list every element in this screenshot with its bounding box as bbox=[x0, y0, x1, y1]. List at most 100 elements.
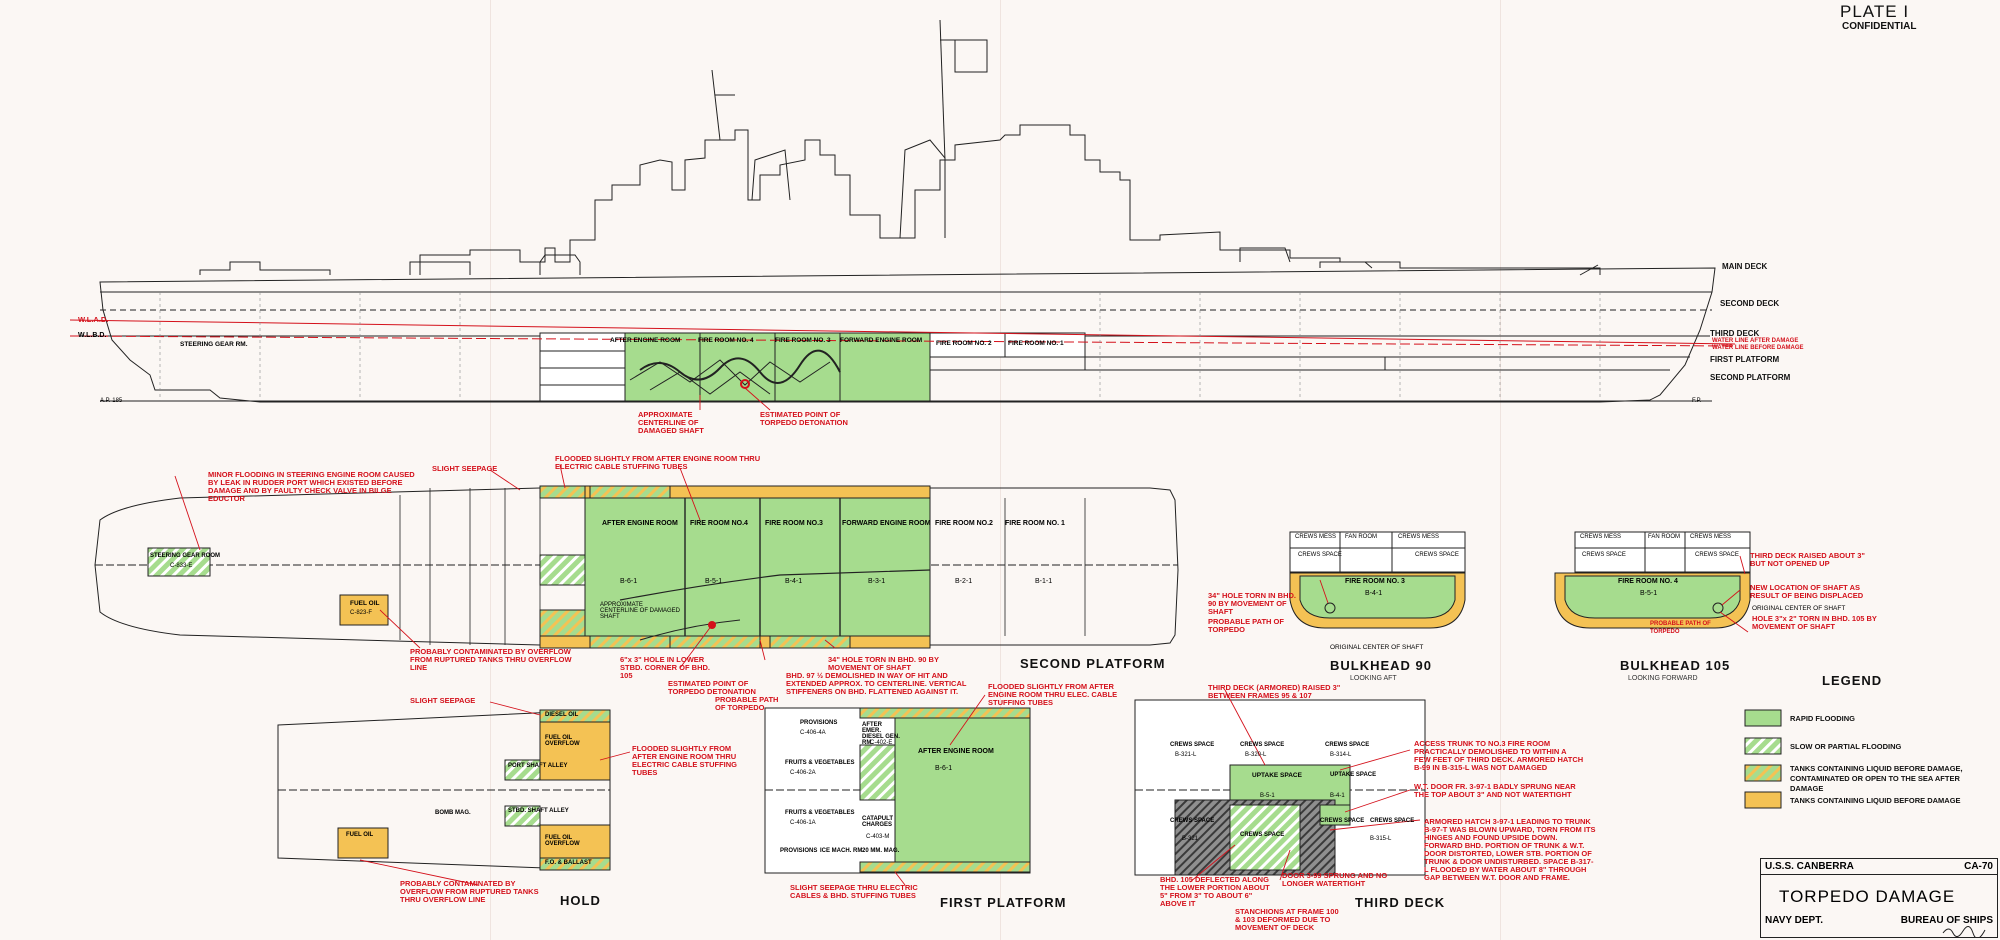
title-block: U.S.S. CANBERRA CA-70 TORPEDO DAMAGE NAV… bbox=[1760, 858, 1998, 938]
leader-lines bbox=[174, 387, 1749, 886]
compartment-code: B-321-L bbox=[1175, 752, 1197, 758]
legend-title: LEGEND bbox=[1822, 673, 1883, 688]
damage-note: W.T. DOOR FR. 3-97-1 BADLY SPRUNG NEAR T… bbox=[1414, 782, 1576, 799]
view-title-second-platform: SECOND PLATFORM bbox=[1020, 656, 1166, 671]
compartment-label: STEERING GEAR RM. bbox=[180, 341, 248, 348]
damage-note: SLIGHT SEEPAGE bbox=[410, 696, 476, 705]
compartment-label: STEERING GEAR ROOM bbox=[150, 553, 221, 559]
view-subtitle: LOOKING AFT bbox=[1350, 675, 1397, 682]
compartment-label: FIRE ROOM NO. 3 bbox=[775, 337, 831, 344]
compartment-label: FIRE ROOM NO. 4 bbox=[698, 337, 754, 344]
shaft-note: APPROXIMATE CENTERLINE OF DAMAGED SHAFT bbox=[600, 602, 681, 620]
space-label: CREWS SPACE bbox=[1415, 552, 1459, 558]
compartment-label: FRUITS & VEGETABLES bbox=[785, 760, 855, 766]
compartment-label: FIRE ROOM NO. 1 bbox=[1008, 340, 1064, 347]
compartment-label: CREWS SPACE bbox=[1170, 818, 1215, 824]
compartment-code: B-1-1 bbox=[1035, 578, 1053, 585]
waterline-note: WATER LINE BEFORE DAMAGE bbox=[1712, 345, 1804, 351]
compartment-label: PORT SHAFT ALLEY bbox=[508, 763, 568, 769]
hull-number: CA-70 bbox=[1964, 861, 1993, 872]
bulkhead-90-section bbox=[1289, 531, 1466, 573]
waterline-note: WATER LINE AFTER DAMAGE bbox=[1712, 338, 1799, 344]
fire-room-label: FIRE ROOM NO. 4 bbox=[1618, 578, 1678, 585]
org-right: BUREAU OF SHIPS bbox=[1900, 915, 1993, 926]
damage-note: PROBABLY CONTAMINATED BY OVERFLOW FROM R… bbox=[410, 647, 572, 672]
deck-label: THIRD DECK bbox=[1710, 329, 1760, 338]
damage-note: FLOODED SLIGHTLY FROM AFTER ENGINE ROOM … bbox=[555, 454, 761, 471]
classification: CONFIDENTIAL bbox=[1842, 21, 1917, 32]
view-title-bulkhead-90: BULKHEAD 90 bbox=[1330, 658, 1433, 673]
frame-label: A.P. 185 bbox=[100, 398, 123, 404]
compartment-code: B-315-L bbox=[1370, 836, 1392, 842]
waterline-label: W.L.B.D. bbox=[78, 332, 107, 339]
compartment-label: FUEL OIL bbox=[350, 600, 380, 607]
deck-label: FIRST PLATFORM bbox=[1710, 355, 1780, 364]
signature bbox=[1942, 926, 1986, 937]
deck-label: SECOND DECK bbox=[1720, 299, 1780, 308]
damage-note: BHD. 97 ½ DEMOLISHED IN WAY OF HIT AND E… bbox=[786, 671, 967, 696]
damage-note: FLOODED SLIGHTLY FROM AFTER ENGINE ROOM … bbox=[632, 744, 737, 777]
compartment-label: UPTAKE SPACE bbox=[1252, 772, 1302, 779]
compartment-label: FIRE ROOM NO.4 bbox=[690, 520, 748, 527]
space-label: CREWS MESS bbox=[1580, 534, 1622, 540]
compartment-code: B-314-L bbox=[1330, 752, 1352, 758]
view-title-third-deck: THIRD DECK bbox=[1355, 895, 1446, 910]
compartment-code: C-403-M bbox=[866, 834, 890, 840]
compartment-label: CATAPULT CHARGES bbox=[862, 816, 893, 828]
compartment-label: CREWS SPACE bbox=[1320, 818, 1365, 824]
compartment-label: CREWS SPACE bbox=[1325, 742, 1370, 748]
deck-label: SECOND PLATFORM bbox=[1710, 373, 1791, 382]
fire-room-label: FIRE ROOM NO. 3 bbox=[1345, 578, 1405, 585]
compartment-code: C-833-E bbox=[170, 563, 193, 569]
compartment-code: B-6-1 bbox=[620, 578, 638, 585]
compartment-label: FIRE ROOM NO.3 bbox=[765, 520, 823, 527]
damage-note: PROBABLE PATH OF TORPEDO bbox=[1208, 617, 1284, 634]
compartment-code: B-321 bbox=[1182, 836, 1199, 842]
damage-note: 34" HOLE TORN IN BHD. 90 BY MOVEMENT OF … bbox=[828, 655, 939, 672]
compartment-label: PROVISIONS bbox=[800, 720, 838, 726]
profile-note: APPROXIMATE CENTERLINE OF DAMAGED SHAFT bbox=[638, 410, 704, 435]
compartment-code: B-3-1 bbox=[868, 578, 886, 585]
fire-room-code: B-4-1 bbox=[1365, 590, 1383, 597]
compartment-label: AFTER ENGINE ROOM bbox=[918, 748, 994, 755]
plate-number: PLATE I bbox=[1840, 2, 1910, 21]
compartment-code: B-320-L bbox=[1245, 752, 1267, 758]
compartment-label: UPTAKE SPACE bbox=[1330, 772, 1377, 778]
compartment-label: FIRE ROOM NO. 2 bbox=[936, 340, 992, 347]
compartment-code: B-6-1 bbox=[935, 765, 953, 772]
bulkhead-105-section bbox=[1574, 531, 1751, 573]
damage-note: THIRD DECK (ARMORED) RAISED 3" BETWEEN F… bbox=[1208, 683, 1341, 700]
compartment-code: C-406-4A bbox=[800, 730, 826, 736]
damage-note: FLOODED SLIGHTLY FROM AFTER ENGINE ROOM … bbox=[988, 682, 1118, 707]
compartment-label: FIRE ROOM NO.2 bbox=[935, 520, 993, 527]
compartment-label: CREWS SPACE bbox=[1370, 818, 1415, 824]
damage-note: PROBABLE PATH OF TORPEDO bbox=[715, 695, 779, 712]
shaft-note: ORIGINAL CENTER OF SHAFT bbox=[1330, 644, 1424, 651]
compartment-label: FORWARD ENGINE ROOM bbox=[842, 520, 931, 527]
compartment-label: 20 MM. MAG. bbox=[862, 848, 900, 854]
damage-note: ACCESS TRUNK TO NO.3 FIRE ROOM PRACTICAL… bbox=[1414, 739, 1584, 772]
waterline-label: W.L.A.D. bbox=[78, 315, 109, 324]
compartment-label: FIRE ROOM NO. 1 bbox=[1005, 520, 1065, 527]
space-label: CREWS SPACE bbox=[1582, 552, 1626, 558]
view-title-hold: HOLD bbox=[560, 893, 601, 908]
compartment-code: B-5-1 bbox=[705, 578, 723, 585]
compartment-label: FUEL OIL bbox=[346, 832, 374, 838]
frame-lines bbox=[159, 292, 1601, 401]
damage-note: ARMORED HATCH 3-97-1 LEADING TO TRUNK B-… bbox=[1424, 817, 1596, 882]
damage-note: 6"x 3" HOLE IN LOWER STBD. CORNER OF BHD… bbox=[620, 655, 710, 680]
compartment-label: FRUITS & VEGETABLES bbox=[785, 810, 855, 816]
compartment-code: B-4-1 bbox=[785, 578, 803, 585]
space-label: CREWS SPACE bbox=[1298, 552, 1342, 558]
compartment-code: B-2-1 bbox=[955, 578, 973, 585]
space-label: FAN ROOM bbox=[1345, 534, 1378, 540]
view-title-first-platform: FIRST PLATFORM bbox=[940, 895, 1067, 910]
space-label: FAN ROOM bbox=[1648, 534, 1681, 540]
compartment-label: DIESEL OIL bbox=[545, 712, 579, 718]
damage-note: PROBABLY CONTAMINATED BY OVERFLOW FROM R… bbox=[400, 879, 539, 904]
damage-note: THIRD DECK RAISED ABOUT 3" BUT NOT OPENE… bbox=[1750, 551, 1865, 568]
ship-name: U.S.S. CANBERRA bbox=[1765, 861, 1854, 872]
damage-note: BHD. 105 DEFLECTED ALONG THE LOWER PORTI… bbox=[1160, 875, 1270, 908]
